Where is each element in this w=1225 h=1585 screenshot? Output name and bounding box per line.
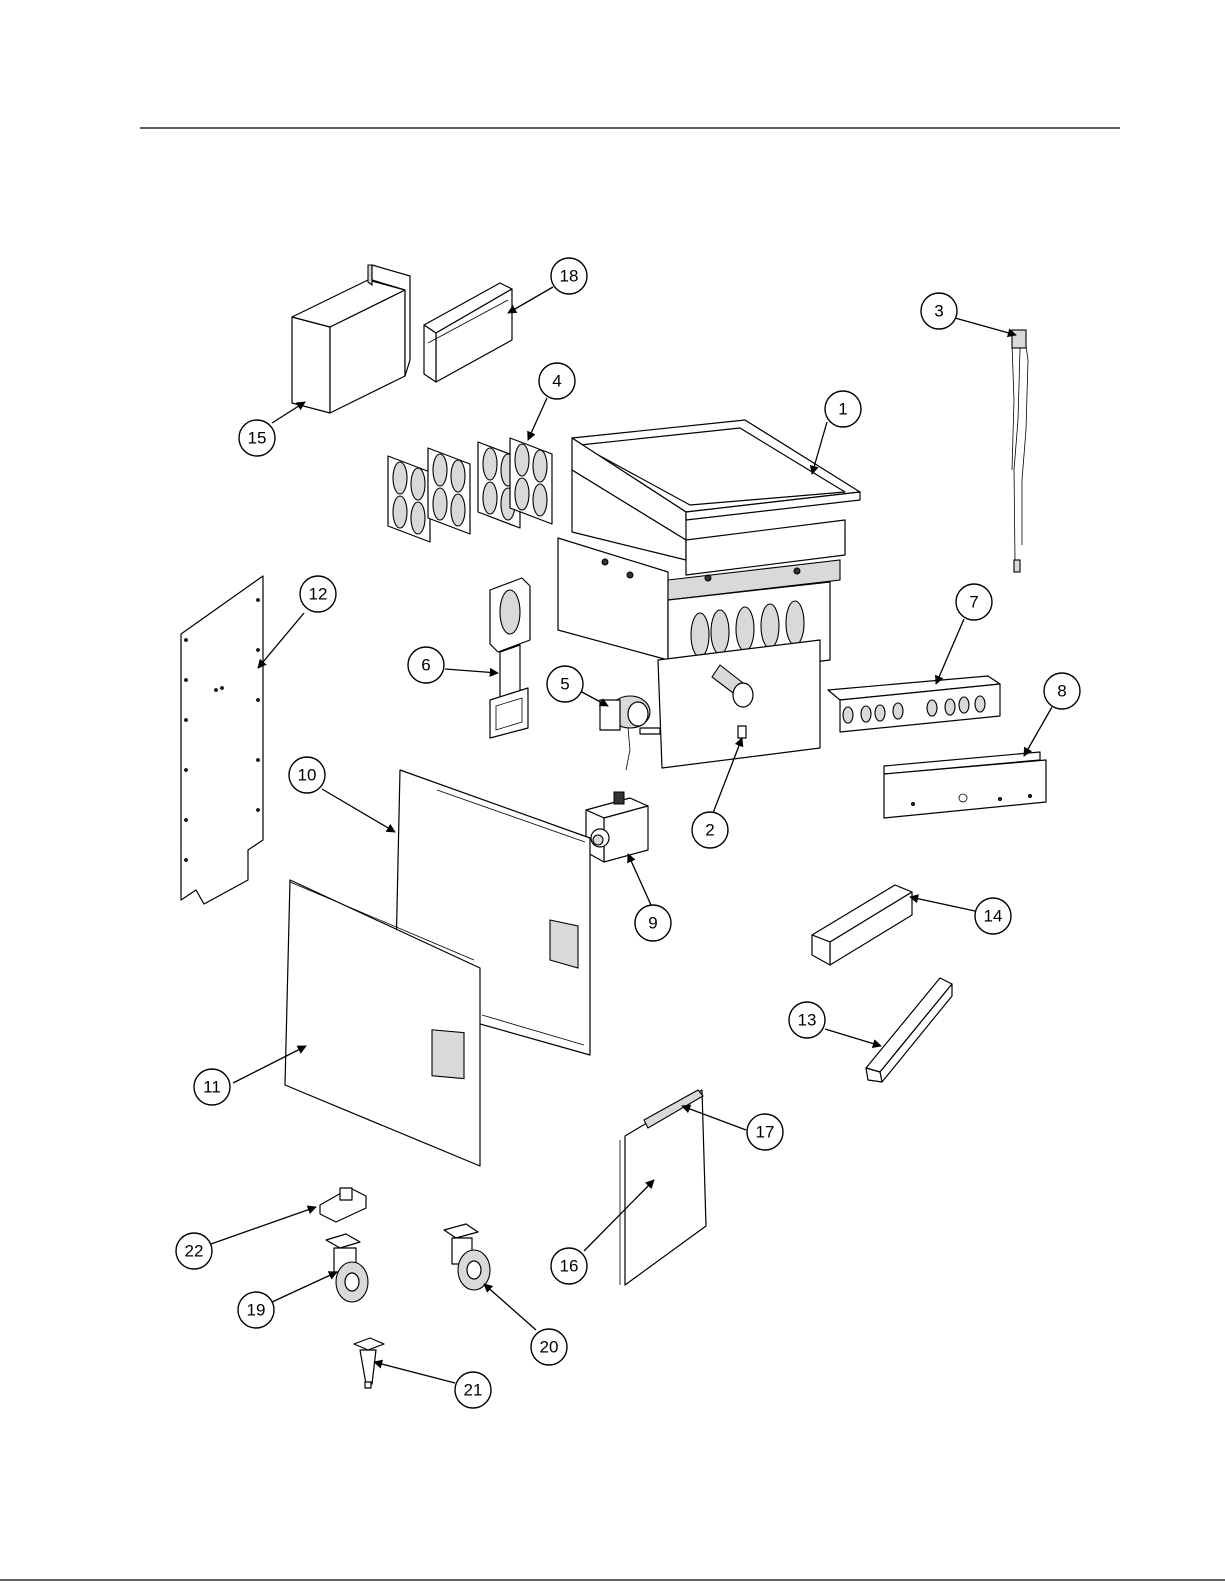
callout-17-label: 17: [756, 1123, 775, 1142]
callout-8-label: 8: [1057, 682, 1066, 701]
callout-20: 20: [531, 1329, 567, 1365]
callout-19-label: 19: [247, 1301, 266, 1320]
callout-18-label: 18: [560, 267, 579, 286]
callout-7: 7: [956, 584, 992, 620]
part-14-cover: [812, 885, 912, 965]
callout-11: 11: [194, 1069, 230, 1105]
callout-10-label: 10: [298, 766, 317, 785]
callout-19: 19: [238, 1292, 274, 1328]
callout-16: 16: [551, 1248, 587, 1284]
callout-12: 12: [300, 576, 336, 612]
part-18-channel: [424, 283, 512, 382]
callout-9-label: 9: [648, 914, 657, 933]
callout-3-label: 3: [934, 302, 943, 321]
callout-20-label: 20: [540, 1338, 559, 1357]
part-9-gas-valve: [586, 792, 648, 862]
callout-10: 10: [289, 757, 325, 793]
part-19-caster: [326, 1234, 368, 1302]
callout-13-label: 13: [798, 1011, 817, 1030]
callout-1-label: 1: [838, 400, 847, 419]
part-8-front-bar: [884, 752, 1046, 818]
callout-15: 15: [239, 420, 275, 456]
callout-21-label: 21: [464, 1381, 483, 1400]
part-3-probe: [1012, 330, 1028, 572]
callout-11-label: 11: [203, 1078, 221, 1097]
part-20-caster: [444, 1224, 490, 1290]
callout-22: 22: [176, 1233, 212, 1269]
callout-4-label: 4: [552, 372, 561, 391]
callout-6: 6: [408, 647, 444, 683]
callout-16-label: 16: [560, 1257, 579, 1276]
part-12-side-panel: [181, 576, 263, 904]
callout-2-label: 2: [705, 821, 714, 840]
callout-3: 3: [921, 293, 957, 329]
callout-18: 18: [551, 258, 587, 294]
callout-9: 9: [635, 905, 671, 941]
callout-15-label: 15: [248, 429, 267, 448]
callout-4: 4: [539, 363, 575, 399]
callout-13: 13: [789, 1002, 825, 1038]
part-4-baffles: [388, 438, 552, 542]
callout-2: 2: [692, 812, 728, 848]
part-15-rear-box: [292, 265, 410, 413]
part-13-channel: [866, 978, 952, 1082]
callout-8: 8: [1044, 673, 1080, 709]
callout-22-label: 22: [185, 1242, 204, 1261]
callout-7-label: 7: [969, 593, 978, 612]
part-7-manifold: [828, 676, 1000, 732]
callout-1: 1: [825, 391, 861, 427]
callout-14: 14: [975, 898, 1011, 934]
callout-17: 17: [747, 1114, 783, 1150]
callout-21: 21: [455, 1372, 491, 1408]
part-22-bracket: [320, 1188, 366, 1222]
callout-6-label: 6: [421, 656, 430, 675]
callout-5-label: 5: [560, 675, 569, 694]
part-5-blower: [600, 696, 660, 770]
callout-12-label: 12: [309, 585, 328, 604]
callout-14-label: 14: [984, 907, 1003, 926]
part-2-fitting: [738, 726, 746, 738]
part-6-flue: [490, 578, 530, 738]
callout-5: 5: [547, 666, 583, 702]
